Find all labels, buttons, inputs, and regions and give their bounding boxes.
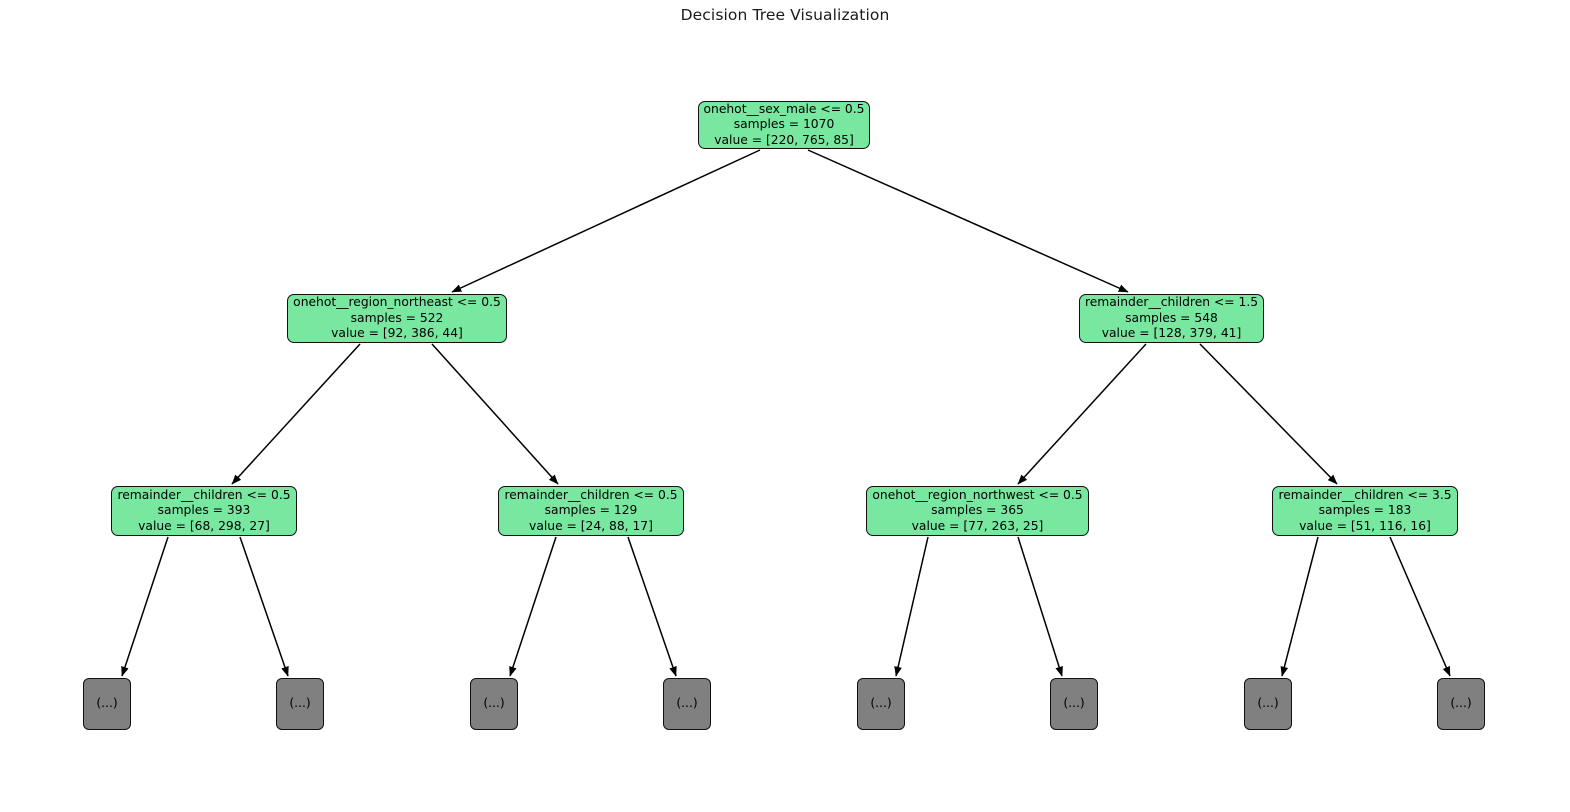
leaf-label: (...) — [870, 696, 892, 711]
tree-edge — [451, 149, 761, 293]
node-condition: remainder__children <= 0.5 — [504, 487, 678, 502]
tree-leaf-node[interactable]: (...) — [857, 678, 905, 730]
leaf-label: (...) — [1063, 696, 1085, 711]
node-condition: onehot__region_northwest <= 0.5 — [872, 487, 1083, 502]
tree-edge — [231, 343, 361, 485]
node-condition: remainder__children <= 0.5 — [117, 487, 291, 502]
node-samples: samples = 522 — [350, 310, 444, 325]
tree-edge — [1199, 343, 1338, 485]
tree-edge — [807, 149, 1129, 293]
leaf-label: (...) — [289, 696, 311, 711]
node-condition: onehot__sex_male <= 0.5 — [703, 101, 865, 116]
node-value: value = [220, 765, 85] — [714, 132, 854, 147]
tree-edge — [239, 536, 289, 677]
leaf-label: (...) — [96, 696, 118, 711]
tree-edge-group — [121, 149, 1451, 677]
node-condition: remainder__children <= 1.5 — [1084, 295, 1259, 310]
tree-edge — [509, 536, 557, 677]
tree-leaf-node[interactable]: (...) — [1437, 678, 1485, 730]
tree-edge — [1017, 536, 1063, 677]
leaf-label: (...) — [676, 696, 698, 711]
node-samples: samples = 183 — [1318, 503, 1412, 518]
page-title: Decision Tree Visualization — [680, 6, 890, 24]
node-condition: remainder__children <= 3.5 — [1278, 487, 1452, 502]
leaf-label: (...) — [483, 696, 505, 711]
tree-edge — [627, 536, 677, 677]
node-value: value = [77, 263, 25] — [911, 518, 1044, 533]
leaf-label: (...) — [1450, 696, 1472, 711]
tree-leaf-node[interactable]: (...) — [663, 678, 711, 730]
tree-leaf-node[interactable]: (...) — [1050, 678, 1098, 730]
node-value: value = [68, 298, 27] — [138, 518, 270, 533]
node-value: value = [51, 116, 16] — [1299, 518, 1431, 533]
tree-edge — [1389, 536, 1451, 677]
leaf-label: (...) — [1257, 696, 1279, 711]
node-value: value = [128, 379, 41] — [1101, 326, 1242, 341]
node-value: value = [92, 386, 44] — [331, 326, 463, 341]
node-samples: samples = 365 — [931, 503, 1024, 518]
tree-leaf-node[interactable]: (...) — [1244, 678, 1292, 730]
tree-edge — [1280, 536, 1319, 677]
node-samples: samples = 129 — [544, 503, 638, 518]
tree-leaf-node[interactable]: (...) — [276, 678, 324, 730]
tree-edge — [1017, 343, 1147, 485]
node-samples: samples = 1070 — [733, 117, 835, 132]
tree-edge — [431, 343, 559, 485]
tree-edge — [121, 536, 169, 677]
node-samples: samples = 548 — [1125, 310, 1218, 325]
tree-leaf-node[interactable]: (...) — [470, 678, 518, 730]
tree-edge — [894, 536, 929, 677]
node-condition: onehot__region_northeast <= 0.5 — [293, 295, 501, 310]
node-samples: samples = 393 — [157, 503, 251, 518]
node-value: value = [24, 88, 17] — [529, 518, 653, 533]
tree-leaf-node[interactable]: (...) — [83, 678, 131, 730]
